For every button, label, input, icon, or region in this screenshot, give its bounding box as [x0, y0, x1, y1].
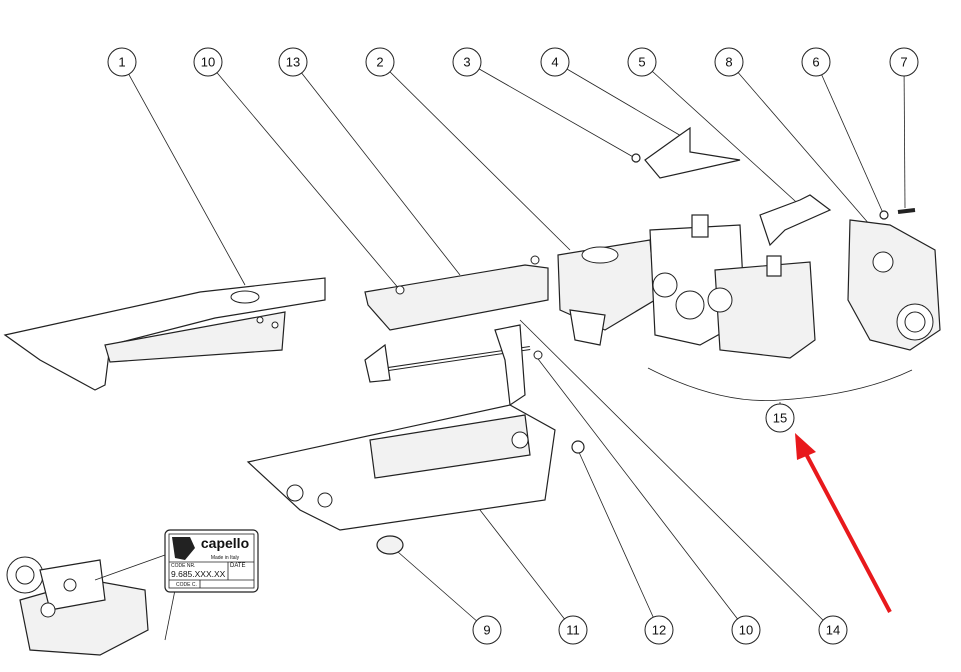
- callout-2: 2: [365, 47, 395, 77]
- part-screw-7: [897, 208, 916, 214]
- callout-number: 9: [483, 623, 490, 638]
- callout-6: 6: [801, 47, 831, 77]
- leader-line: [379, 61, 571, 251]
- leader-line: [577, 449, 660, 631]
- callout-number: 14: [826, 623, 840, 638]
- part-gearbox: [557, 214, 816, 359]
- callout-labels: 1 10 13 2 3 4 5 8 6 7 9 11 12 10 14 15: [107, 47, 919, 645]
- part-bolt-12: [571, 440, 585, 454]
- callout-number: 13: [286, 55, 300, 70]
- part-main-frame: [246, 404, 556, 531]
- callout-3: 3: [452, 47, 482, 77]
- code-nr-value: 9.685.XXX.XX: [171, 569, 226, 579]
- callout-number: 3: [463, 55, 470, 70]
- callout-11: 11: [558, 615, 588, 645]
- callout-number: 4: [551, 55, 558, 70]
- part-cap-9: [376, 535, 404, 555]
- code-nr-label: CODE NR.: [171, 563, 195, 569]
- callout-number: 7: [900, 55, 907, 70]
- leader-line: [479, 509, 574, 631]
- callout-8: 8: [714, 47, 744, 77]
- callout-number: 1: [118, 55, 125, 70]
- part-cover-plate: [364, 255, 549, 331]
- leader-line: [207, 61, 401, 291]
- part-bracket-5: [759, 194, 832, 247]
- callout-number: 12: [652, 623, 666, 638]
- leader-lines: [121, 61, 906, 631]
- leader-line: [728, 61, 871, 226]
- nameplate: capello Made in Italy CODE NR. DATE 9.68…: [164, 529, 259, 593]
- part-washer-6: [879, 210, 889, 220]
- callout-number: 5: [638, 55, 645, 70]
- part-frame-left: [3, 277, 326, 391]
- date-label: DATE: [230, 563, 246, 569]
- leader-line: [466, 61, 636, 159]
- callout-15: 15: [765, 403, 795, 433]
- leader-line: [903, 61, 906, 209]
- callout-number: 10: [739, 623, 753, 638]
- part-linkage-rod: [364, 324, 543, 407]
- part-bolt-3: [631, 153, 641, 163]
- assembly-thumbnail: [6, 554, 176, 656]
- leader-line: [554, 61, 689, 141]
- leader-line: [534, 354, 747, 631]
- callout-1: 1: [107, 47, 137, 77]
- origin-text: Made in Italy: [211, 555, 240, 561]
- leader-line: [121, 61, 246, 286]
- callout-number: 11: [566, 623, 580, 638]
- code-c-label: CODE C.: [176, 582, 197, 588]
- callout-number: 2: [376, 55, 383, 70]
- callout-10: 10: [193, 47, 223, 77]
- leader-line: [389, 544, 488, 631]
- leader-line: [815, 61, 884, 214]
- callout-4: 4: [540, 47, 570, 77]
- part-pto-unit: [847, 219, 941, 351]
- brand-name: capello: [201, 535, 249, 551]
- callout-number: 15: [773, 411, 787, 426]
- callout-12: 12: [644, 615, 674, 645]
- callout-9: 9: [472, 615, 502, 645]
- part-bracket-4: [644, 126, 741, 179]
- leader-line: [641, 61, 806, 211]
- capello-logo-icon: [172, 537, 195, 560]
- group-brace: [647, 367, 913, 401]
- callout-5: 5: [627, 47, 657, 77]
- callout-number: 8: [725, 55, 732, 70]
- leader-line: [292, 61, 461, 276]
- callout-7: 7: [889, 47, 919, 77]
- leader-line: [519, 319, 834, 631]
- callout-14: 14: [818, 615, 848, 645]
- callout-10: 10: [731, 615, 761, 645]
- callout-13: 13: [278, 47, 308, 77]
- callout-number: 10: [201, 55, 215, 70]
- red-pointer-arrow: [795, 433, 892, 613]
- callout-number: 6: [812, 55, 819, 70]
